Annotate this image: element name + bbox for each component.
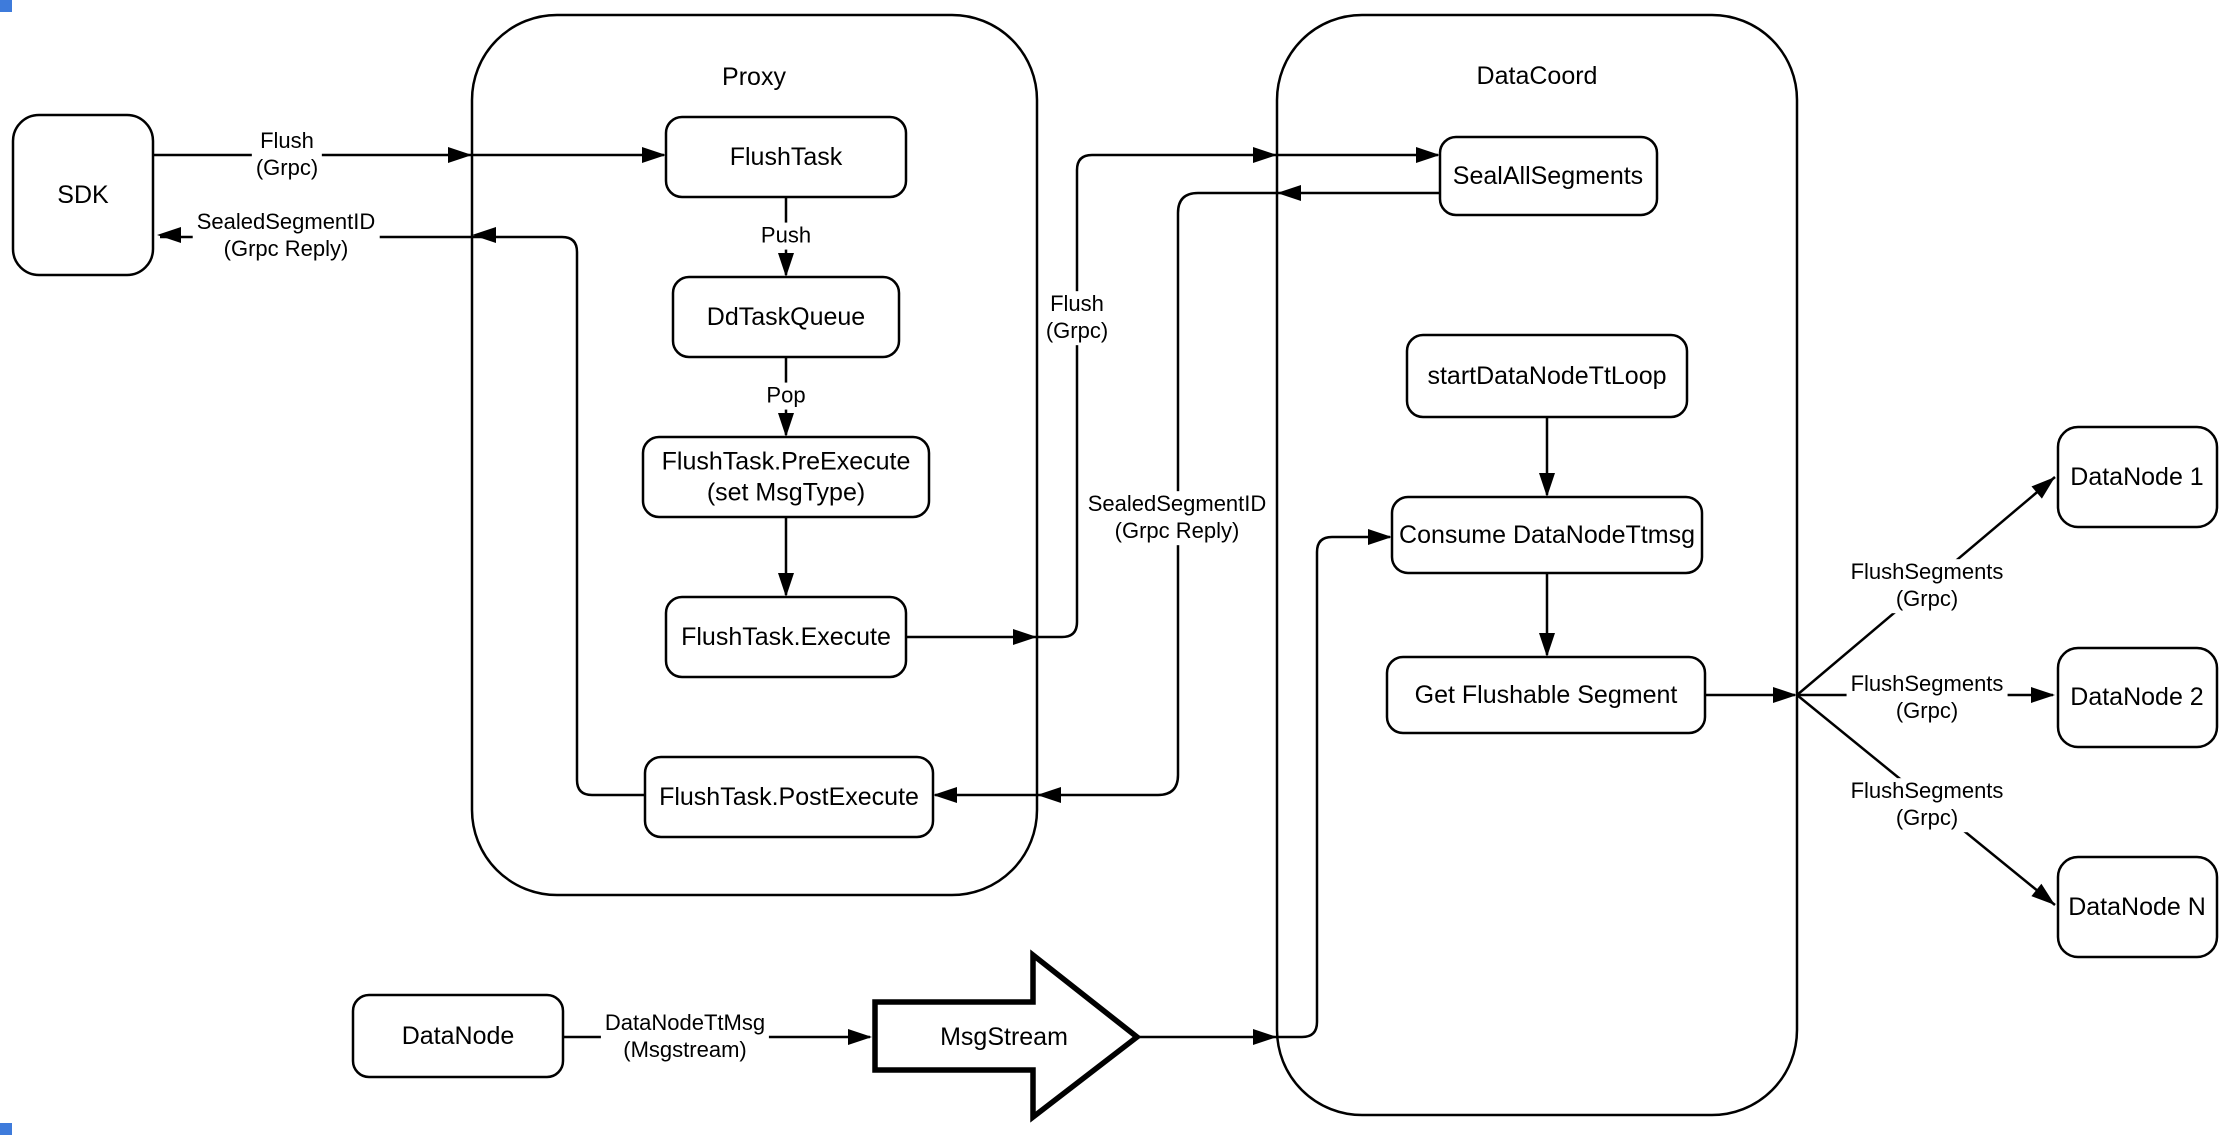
- sealedsegmentid-reply-label: SealedSegmentID (Grpc Reply): [1083, 491, 1271, 545]
- postexecute-node: [643, 755, 935, 839]
- arrowhead: [1013, 629, 1037, 645]
- startdatanodettloop-label: startDataNodeTtLoop: [1427, 361, 1667, 390]
- flushsegments-1-line2: (Grpc): [1895, 586, 1959, 611]
- arrowhead: [778, 413, 794, 437]
- arrowhead: [1368, 529, 1392, 545]
- preexecute-label-line1: FlushTask.PreExecute: [661, 447, 911, 476]
- datanoden-node: [2056, 855, 2219, 959]
- arrowhead: [472, 227, 496, 243]
- flush-grpc-datacoord-label: Flush (Grpc): [1041, 291, 1113, 345]
- push-label: Push: [756, 222, 816, 250]
- arrowhead: [448, 147, 472, 163]
- datanode-label: DataNode: [401, 1021, 515, 1050]
- preexecute-label-line2: (set MsgType): [706, 478, 866, 506]
- sealedsegmentid-reply-line1: SealedSegmentID: [1087, 491, 1267, 517]
- arrowhead: [1037, 787, 1061, 803]
- flushsegments-1-label: FlushSegments (Grpc): [1846, 559, 2008, 613]
- sealallsegments-label: SealAllSegments: [1452, 161, 1644, 190]
- preexecute-label: FlushTask.PreExecute (set MsgType): [662, 447, 911, 508]
- arrowhead: [642, 147, 666, 163]
- datanode2-label: DataNode 2: [2070, 682, 2204, 711]
- datanode1-label: DataNode 1: [2070, 462, 2204, 491]
- flush-grpc-sdk-line1: Flush: [260, 128, 314, 154]
- edge-execute-sealallsegments: [905, 153, 1438, 639]
- flushsegments-3-line2: (Grpc): [1895, 805, 1959, 830]
- consume-datanodettmsg-label: Consume DataNodeTtmsg: [1399, 520, 1695, 549]
- arrowhead: [2031, 477, 2055, 499]
- sealedsegmentid-sdk-line1: SealedSegmentID: [196, 209, 376, 235]
- arrowhead: [157, 227, 181, 243]
- arrowhead: [1416, 147, 1440, 163]
- flushsegments-2-line2: (Grpc): [1895, 698, 1959, 723]
- screen-corner-artifact-top-left: [0, 0, 12, 12]
- arrowheads: [157, 147, 2055, 1045]
- arrowhead: [1253, 1029, 1277, 1045]
- flushtask-label: FlushTask: [729, 142, 843, 171]
- edge-postexecute-sdk: [160, 235, 645, 797]
- flush-grpc-sdk-label: Flush (Grpc): [251, 128, 323, 182]
- arrowhead: [933, 787, 957, 803]
- arrowhead: [1773, 687, 1797, 703]
- flushsegments-2-line1: FlushSegments: [1850, 671, 2004, 697]
- arrowhead: [848, 1029, 872, 1045]
- proxy-container: [470, 13, 1039, 897]
- flushsegments-3-label: FlushSegments (Grpc): [1846, 778, 2008, 832]
- datacoord-label: DataCoord: [1476, 61, 1598, 90]
- arrowhead: [1277, 185, 1301, 201]
- proxy-label: Proxy: [722, 62, 786, 91]
- msgstream-label: MsgStream: [940, 1022, 1068, 1051]
- sdk-label: SDK: [57, 180, 109, 209]
- arrowhead: [2031, 687, 2055, 703]
- datanode1-node: [2056, 425, 2219, 529]
- flush-grpc-sdk-line2: (Grpc): [255, 155, 319, 180]
- edge-msgstream-consume: [1137, 535, 1390, 1039]
- postexecute-label: FlushTask.PostExecute: [659, 782, 919, 811]
- ddtaskqueue-label: DdTaskQueue: [706, 302, 866, 331]
- datanodettmsg-line2: (Msgstream): [623, 1037, 747, 1062]
- sealedsegmentid-sdk-line2: (Grpc Reply): [223, 236, 349, 261]
- execute-label: FlushTask.Execute: [681, 622, 891, 651]
- flushsegments-3-line1: FlushSegments: [1850, 778, 2004, 804]
- flushsegments-2-label: FlushSegments (Grpc): [1846, 671, 2008, 725]
- flushsegments-1-line1: FlushSegments: [1850, 559, 2004, 585]
- datanoden-label: DataNode N: [2068, 892, 2206, 921]
- sdk-node: [11, 113, 155, 277]
- msgstream-block-arrow: [872, 949, 1142, 1123]
- arrowhead: [2031, 883, 2055, 905]
- sealedsegmentid-reply-line2: (Grpc Reply): [1114, 518, 1240, 543]
- sealallsegments-node: [1438, 135, 1659, 217]
- get-flushable-segment-label: Get Flushable Segment: [1414, 680, 1678, 709]
- arrowhead: [1539, 473, 1555, 497]
- datanodettmsg-line1: DataNodeTtMsg: [604, 1010, 766, 1036]
- sealedsegmentid-sdk-label: SealedSegmentID (Grpc Reply): [192, 209, 380, 263]
- flush-grpc-datacoord-line1: Flush: [1050, 291, 1104, 317]
- arrowhead: [1253, 147, 1277, 163]
- datanodettmsg-label: DataNodeTtMsg (Msgstream): [600, 1010, 770, 1064]
- datacoord-container: [1275, 13, 1799, 1117]
- screen-corner-artifact-bottom-left: [0, 1123, 12, 1135]
- arrowhead: [778, 573, 794, 597]
- pop-label: Pop: [762, 382, 810, 410]
- flush-grpc-datacoord-line2: (Grpc): [1045, 318, 1109, 343]
- arrowhead: [1539, 633, 1555, 657]
- datanode2-node: [2056, 646, 2219, 749]
- arrowhead: [778, 253, 794, 277]
